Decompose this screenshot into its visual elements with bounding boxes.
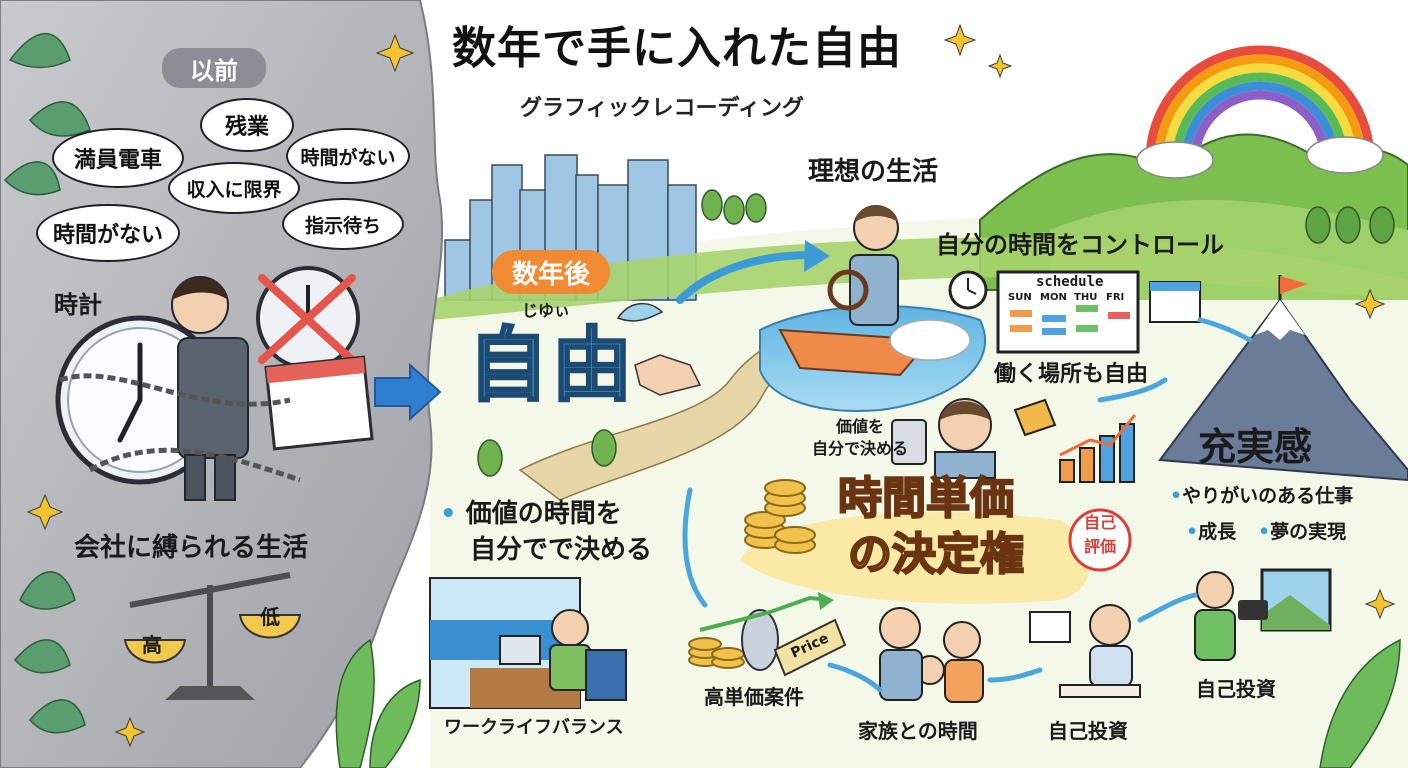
schedule-day-thu: THU bbox=[1074, 292, 1098, 303]
bullet: • bbox=[440, 499, 457, 529]
self-invest-label-1: 自己投資 bbox=[1048, 719, 1128, 743]
page-title: 数年で手に入れた自由 bbox=[452, 23, 902, 74]
before-tag: 以前 bbox=[162, 48, 266, 88]
bubble-no-time-right: 時間がない bbox=[286, 128, 410, 184]
hourly-rate-line2: の決定権 bbox=[847, 528, 1025, 580]
clock-label: 時計 bbox=[54, 291, 102, 319]
bubble-waiting-instructions: 指示待ち bbox=[282, 198, 404, 250]
fulfillment-item-3: •夢の実現 bbox=[1258, 521, 1347, 544]
high-price-label: 高単価案件 bbox=[704, 685, 804, 709]
hourly-rate-line1: 時間単価 bbox=[837, 472, 1015, 524]
price-decide-line1: 価値を bbox=[836, 417, 885, 436]
fulfillment-item-2-text: 成長 bbox=[1198, 521, 1237, 543]
family-label: 家族との時間 bbox=[858, 719, 978, 743]
work-place-label: 働く場所も自由 bbox=[994, 362, 1149, 387]
value-time-line1: • 価値の時間を bbox=[440, 499, 622, 530]
bubble-income-limit: 収入に限界 bbox=[168, 162, 300, 214]
schedule-day-sun: SUN bbox=[1008, 292, 1032, 303]
fulfillment-item-1-text: やりがいのある仕事 bbox=[1182, 485, 1354, 507]
stamp-line1: 自己 bbox=[1084, 513, 1117, 532]
bubble-overtime: 残業 bbox=[200, 98, 294, 152]
scale-low-label: 低 bbox=[260, 605, 280, 629]
bubble-no-time-left: 時間がない bbox=[36, 204, 180, 262]
schedule-day-mon: MON bbox=[1040, 292, 1067, 303]
stamp-line2: 評価 bbox=[1084, 537, 1117, 556]
scale-high-label: 高 bbox=[142, 633, 162, 657]
ideal-life-label: 理想の生活 bbox=[808, 157, 939, 187]
freedom-heading: 自由 bbox=[467, 318, 636, 413]
years-later-badge: 数年後 bbox=[492, 250, 610, 294]
fulfillment-item-1: •やりがいのある仕事 bbox=[1170, 485, 1354, 508]
bullet: • bbox=[1170, 485, 1183, 507]
bullet: • bbox=[1258, 521, 1271, 543]
schedule-day-fri: FRI bbox=[1106, 292, 1125, 303]
self-invest-label-2: 自己投資 bbox=[1196, 677, 1276, 701]
fulfillment-item-3-text: 夢の実現 bbox=[1270, 521, 1347, 543]
value-time-text1: 価値の時間を bbox=[465, 499, 622, 529]
value-time-line2: 自分でで決める bbox=[470, 535, 653, 565]
fulfillment-heading: 充実感 bbox=[1198, 425, 1313, 469]
schedule-title: schedule bbox=[1036, 274, 1104, 290]
freedom-ruby: じゆぃ bbox=[522, 301, 571, 320]
bubble-crowded-train: 満員電車 bbox=[52, 128, 184, 188]
price-decide-line2: 自分で決める bbox=[812, 439, 909, 458]
page-subtitle: グラフィックレコーディング bbox=[520, 96, 805, 121]
work-life-label: ワークライフバランス bbox=[444, 717, 624, 738]
control-time-label: 自分の時間をコントロール bbox=[936, 231, 1224, 259]
bullet: • bbox=[1186, 521, 1199, 543]
before-caption: 会社に縛られる生活 bbox=[74, 533, 309, 563]
fulfillment-item-2: •成長 bbox=[1186, 521, 1237, 544]
